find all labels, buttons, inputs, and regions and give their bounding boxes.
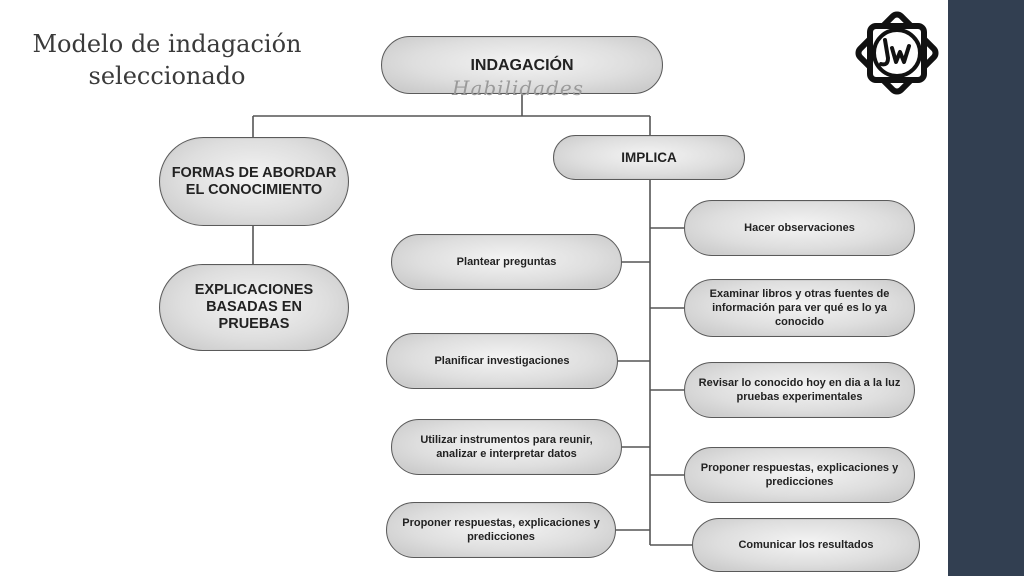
node-right-item-2-label: Examinar libros y otras fuentes de infor… — [709, 288, 890, 328]
node-left-item-3-label: Utilizar instrumentos para reunir, anali… — [420, 434, 593, 460]
node-right-item-2: Examinar libros y otras fuentes de infor… — [684, 279, 915, 337]
node-right-item-5-label: Comunicar los resultados — [738, 539, 874, 551]
node-left-item-1-label: Plantear preguntas — [456, 256, 557, 268]
node-left-item-2: Planificar investigaciones — [386, 333, 618, 389]
node-left-item-4-label: Proponer respuestas, explicaciones y pre… — [402, 517, 600, 543]
node-left-item-3: Utilizar instrumentos para reunir, anali… — [391, 419, 622, 475]
slide-title-line-1: Modelo de indagación — [32, 30, 302, 58]
side-accent-bar — [948, 0, 1024, 576]
slide-title-line-2: seleccionado — [88, 62, 246, 90]
node-right-item-1-label: Hacer observaciones — [744, 222, 855, 234]
node-right-item-1: Hacer observaciones — [684, 200, 915, 256]
node-left-item-2-label: Planificar investigaciones — [434, 355, 570, 367]
node-formas-de-abordar: FORMAS DE ABORDAR EL CONOCIMIENTO — [159, 137, 349, 226]
root-node-indagacion: INDAGACIÓN — [381, 36, 663, 94]
handwritten-annotation: Habilidades — [452, 76, 584, 100]
node-right-item-4: Proponer respuestas, explicaciones y pre… — [684, 447, 915, 503]
node-right-item-5: Comunicar los resultados — [692, 518, 920, 572]
node-left-item-4: Proponer respuestas, explicaciones y pre… — [386, 502, 616, 558]
node-explicaciones-basadas: EXPLICACIONES BASADAS EN PRUEBAS — [159, 264, 349, 351]
node-implica-label: IMPLICA — [621, 150, 677, 165]
node-right-item-3: Revisar lo conocido hoy en dia a la luz … — [684, 362, 915, 418]
jw-logo-icon — [855, 11, 939, 95]
slide-title: Modelo de indagación seleccionado — [22, 28, 312, 92]
node-left-item-1: Plantear preguntas — [391, 234, 622, 290]
node-right-item-4-label: Proponer respuestas, explicaciones y pre… — [700, 462, 899, 488]
node-explicaciones-label: EXPLICACIONES BASADAS EN PRUEBAS — [194, 282, 314, 332]
root-node-label: INDAGACIÓN — [470, 56, 574, 74]
node-implica: IMPLICA — [553, 135, 745, 180]
node-right-item-3-label: Revisar lo conocido hoy en dia a la luz … — [698, 377, 901, 403]
node-formas-label: FORMAS DE ABORDAR EL CONOCIMIENTO — [171, 164, 337, 198]
